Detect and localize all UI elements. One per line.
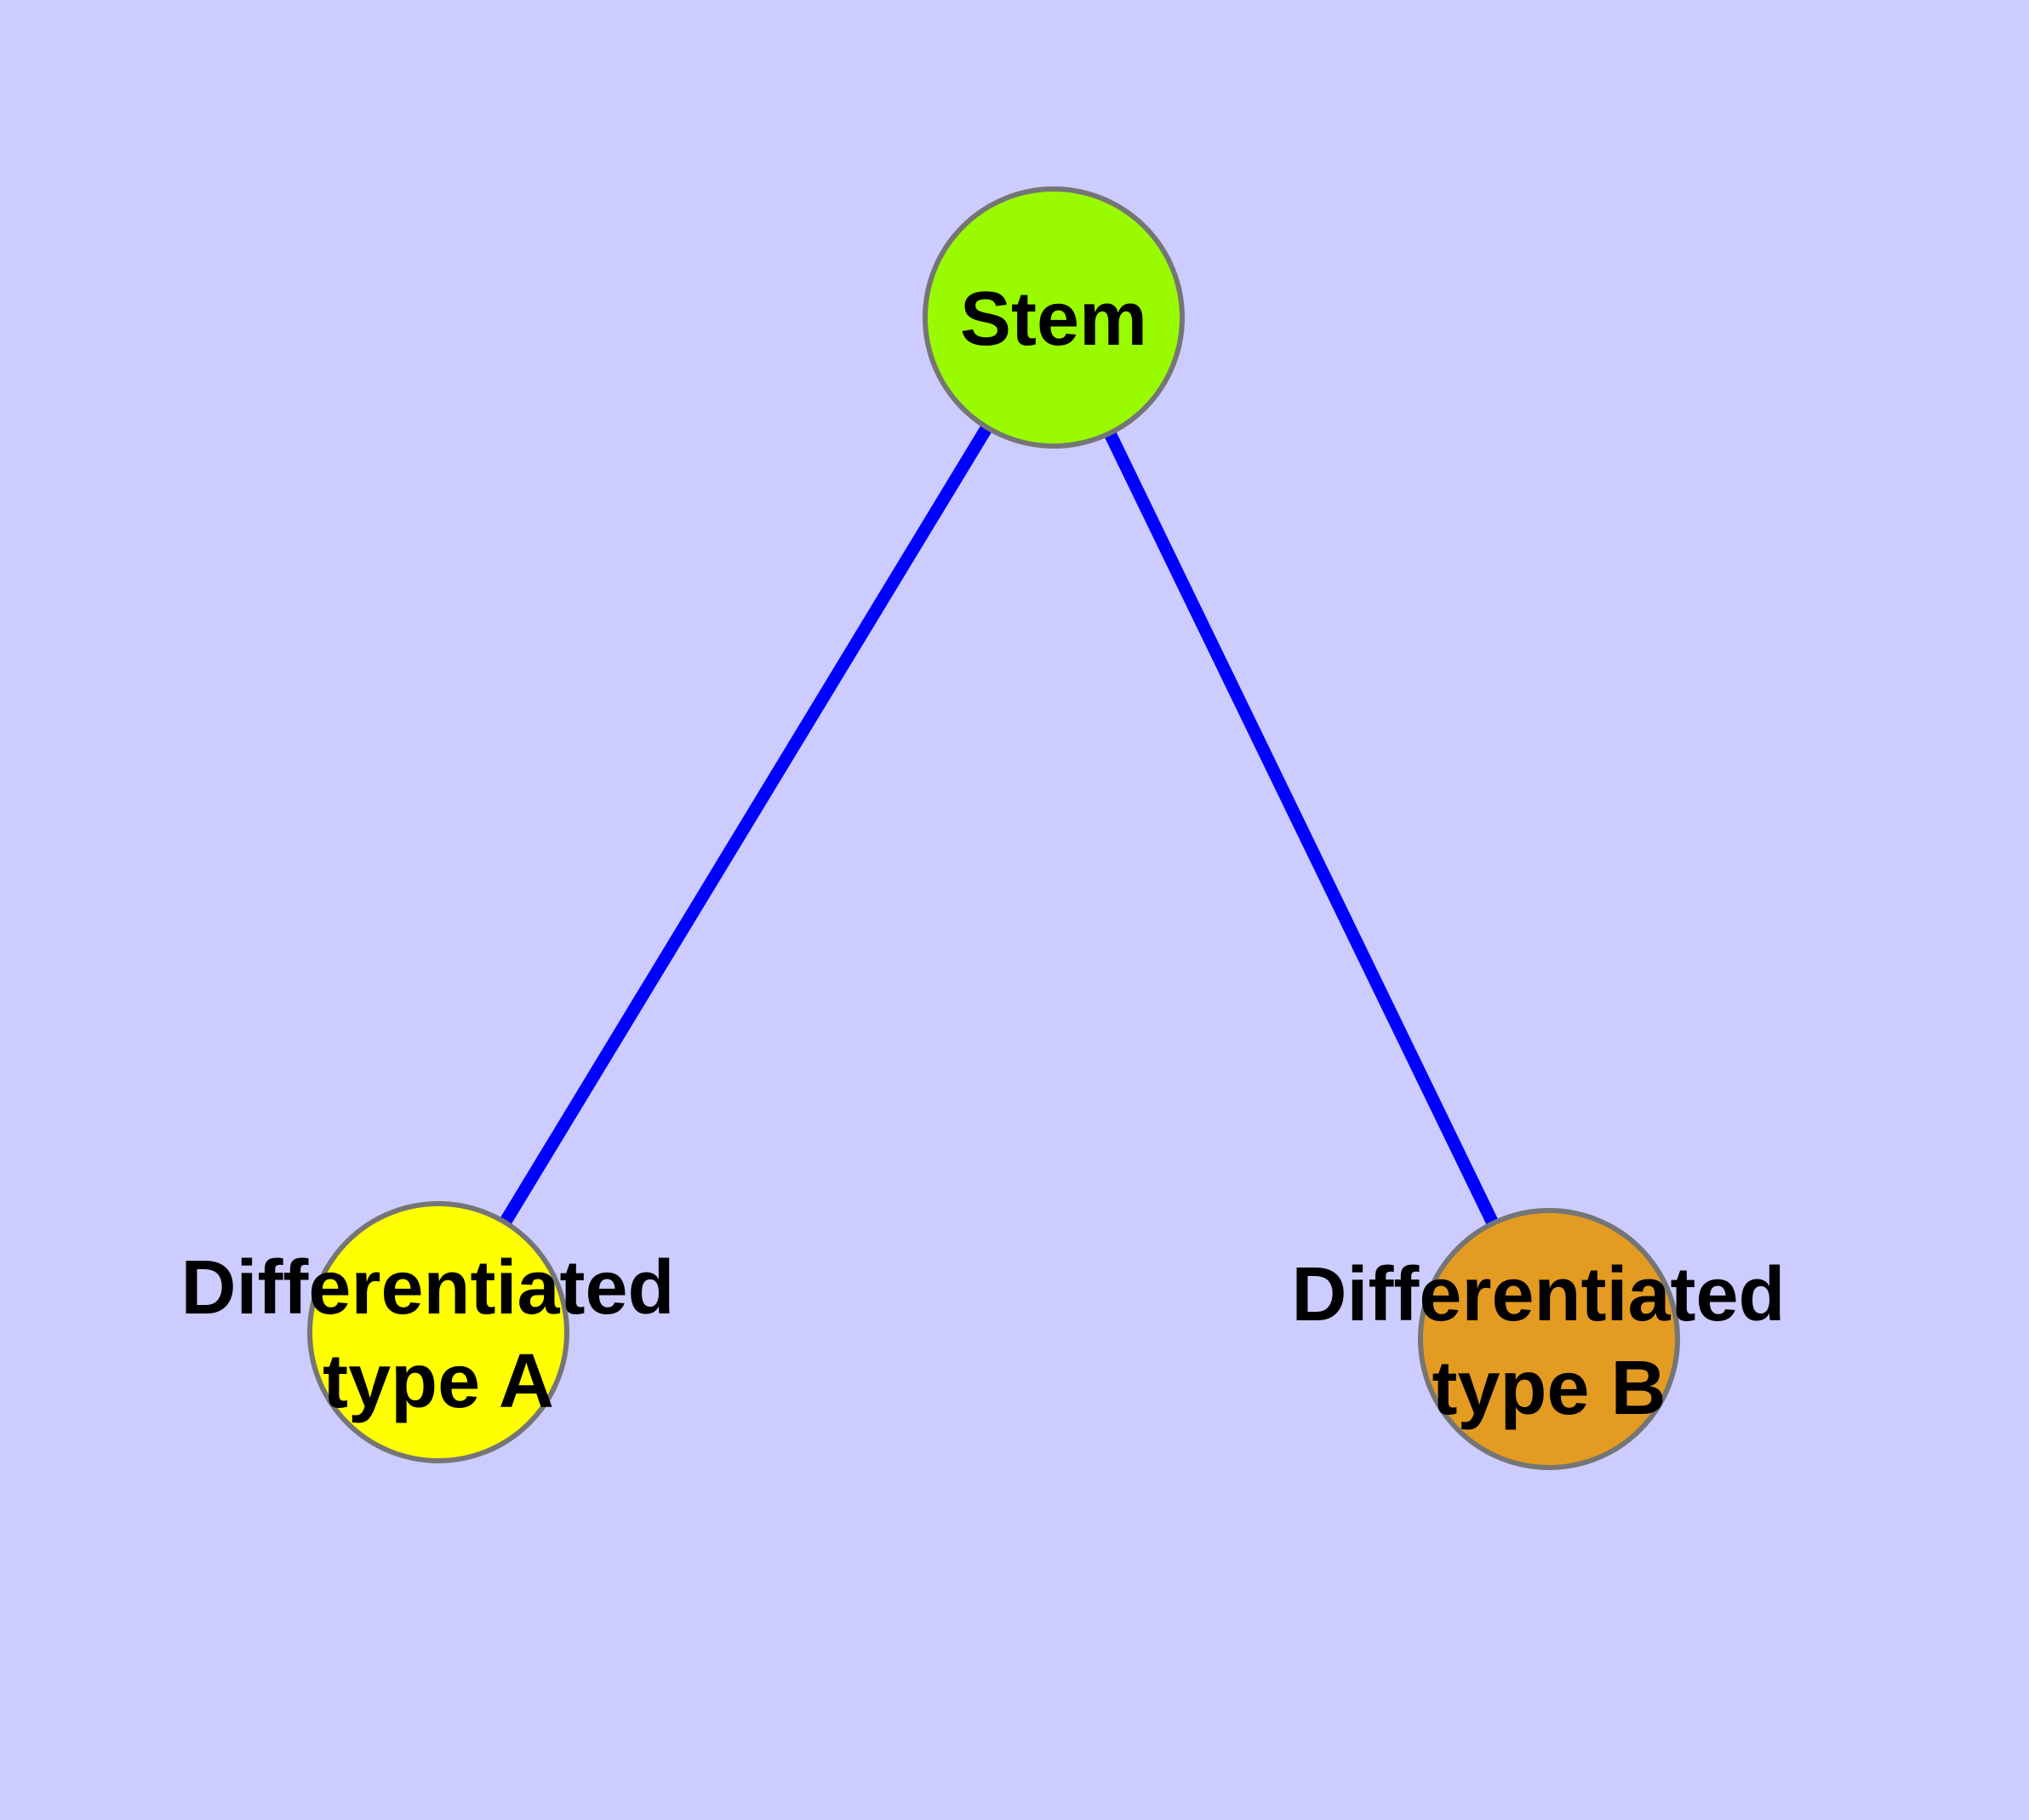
- node-type-b-label: Differentiated type B: [1291, 1252, 1806, 1431]
- edge-stem-to-type-b: [1048, 314, 1555, 1342]
- node-stem-label: Stem: [960, 277, 1147, 362]
- node-type-a-circle: [307, 1201, 569, 1463]
- node-type-a-label-line-1: Differentiated: [180, 1245, 674, 1331]
- node-type-b-label-line-1: Differentiated: [1291, 1252, 1785, 1337]
- edge-stem-to-type-a: [432, 314, 1060, 1336]
- node-type-b-circle: [1418, 1208, 1680, 1470]
- node-stem-circle: [923, 186, 1185, 449]
- node-type-a-label-line-2: type A: [323, 1339, 554, 1424]
- node-type-a-label: Differentiated type A: [180, 1245, 695, 1424]
- node-type-b-label-line-2: type B: [1432, 1346, 1666, 1431]
